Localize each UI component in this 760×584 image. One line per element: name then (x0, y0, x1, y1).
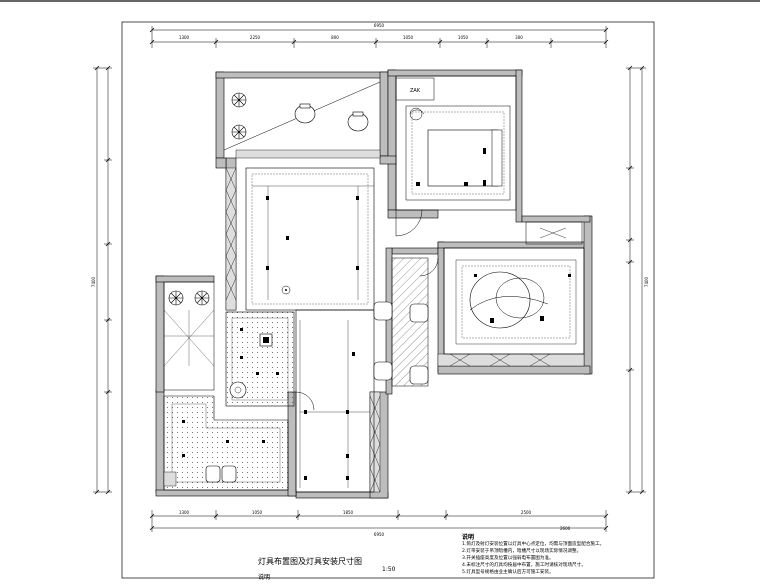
wall-lamp-icon (416, 148, 486, 186)
dim-top-seg-2: 2250 (250, 35, 261, 40)
note-line: 3.开关插座高度及位置以强弱电布置图为准。 (462, 556, 554, 561)
round-rug (469, 271, 531, 329)
bathroom (225, 311, 295, 407)
dim-top-total: 6950 (374, 23, 385, 28)
dining-chair-icon (373, 301, 429, 385)
left-dimension-chain (93, 65, 112, 495)
note-line: 1.筒灯及射灯安装位置以灯具中心点定位，均需与顶面造型配合施工。 (462, 542, 605, 547)
lounge-chair-icon (294, 103, 369, 132)
notes-block: 说明 1.筒灯及射灯安装位置以灯具中心点定位，均需与顶面造型配合施工。 2.灯带… (462, 534, 712, 576)
storage-label: ZAK (410, 88, 421, 94)
dim-bottom-seg-3: 1850 (343, 510, 354, 515)
storage-cabinet (395, 77, 435, 101)
dim-bottom-seg-2: 1050 (252, 510, 263, 515)
sheet-frame (121, 21, 655, 579)
pendant-lamp-icon (281, 285, 291, 295)
vanity-cabinet (525, 221, 583, 245)
right-dimension-chain (626, 65, 646, 495)
dim-top-seg-1: 1300 (179, 35, 190, 40)
note-line: 2.灯带安装于吊顶暗槽内，暗槽尺寸以现场实际情况调整。 (462, 549, 582, 554)
inner-dimension-lines (252, 185, 374, 488)
dim-top-seg-3: 800 (331, 35, 339, 40)
shower-icon (229, 381, 247, 399)
dim-bottom-total: 6950 (374, 532, 385, 537)
exterior-walls (155, 69, 593, 499)
drawing-title: 灯具布置图及灯具安装尺寸图 (258, 557, 362, 566)
plant-icon (231, 92, 247, 140)
bedroom-right (443, 221, 585, 355)
window-cross-marks (225, 167, 551, 493)
living-room (245, 167, 375, 493)
dim-bottom-seg-1: 1300 (179, 510, 190, 515)
note-line: 4.未标注尺寸的灯具均按居中布置，施工时请核对现场尺寸。 (462, 563, 586, 568)
armchair-icon (205, 465, 237, 483)
legend-label: 说明 (258, 574, 271, 581)
dim-top-seg-5: 1050 (458, 35, 469, 40)
notes-title: 说明 (462, 534, 475, 541)
drawing-scale: 1:50 (382, 566, 396, 573)
study-room (163, 395, 289, 491)
bottom-dimension-chain (149, 510, 609, 532)
note-line: 5.灯具型号规格由业主确认后方可施工安装。 (462, 570, 554, 575)
dim-top-seg-4: 1050 (403, 35, 414, 40)
plant-icon (168, 290, 210, 306)
dim-bottom-seg-4: 2500 (521, 510, 532, 515)
bed-icon (427, 129, 499, 187)
dim-right-total: 7400 (644, 276, 649, 287)
door-swings (295, 209, 439, 411)
downlight-icon (182, 420, 265, 457)
kitchen-dining (373, 257, 429, 387)
balcony-top (223, 81, 381, 151)
bedroom-top-right: ZAK (395, 75, 517, 211)
dim-top-seg-6: 300 (515, 35, 523, 40)
dim-left-total: 7400 (91, 276, 96, 287)
downlight-icon (474, 274, 571, 323)
window-strips (225, 149, 585, 493)
balcony-left (163, 281, 215, 391)
downlight-icon (240, 328, 279, 375)
top-dimension-chain (149, 26, 609, 48)
top-edge-band (0, 0, 760, 2)
ceiling-height-label: 2600 (560, 526, 571, 531)
